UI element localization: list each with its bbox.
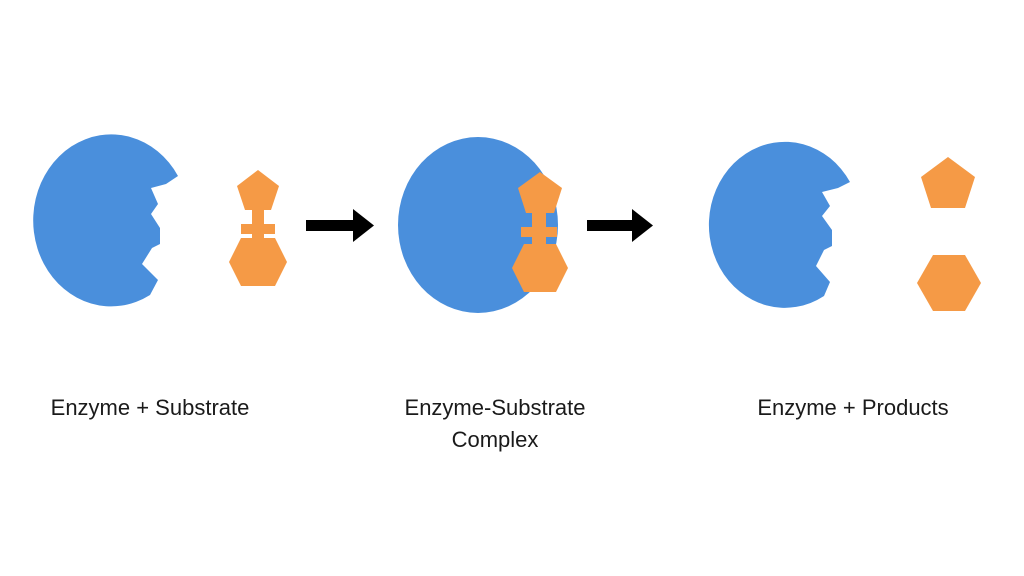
label-line: Enzyme + Substrate [50, 395, 250, 420]
enzyme-shape [708, 141, 850, 308]
arrow-1 [306, 209, 374, 242]
stage-label-enzyme-products: Enzyme + Products [728, 392, 978, 424]
stage-label-enzyme-substrate-complex: Enzyme-Substrate Complex [370, 392, 620, 456]
label-line: Enzyme-Substrate [404, 395, 586, 420]
product-pentagon [921, 157, 975, 208]
label-line: Complex [451, 427, 539, 452]
substrate-hexagon [512, 244, 568, 292]
substrate-hexagon [229, 238, 287, 286]
substrate-linker-bar [521, 227, 557, 237]
substrate-pentagon [237, 170, 279, 210]
enzyme-shape [33, 134, 178, 307]
stage-label-enzyme-substrate: Enzyme + Substrate [25, 392, 275, 424]
product-hexagon [917, 255, 981, 311]
label-line: Enzyme + Products [757, 395, 949, 420]
substrate-pentagon [518, 172, 562, 213]
substrate-linker-bar [241, 224, 275, 234]
arrow-2 [587, 209, 653, 242]
